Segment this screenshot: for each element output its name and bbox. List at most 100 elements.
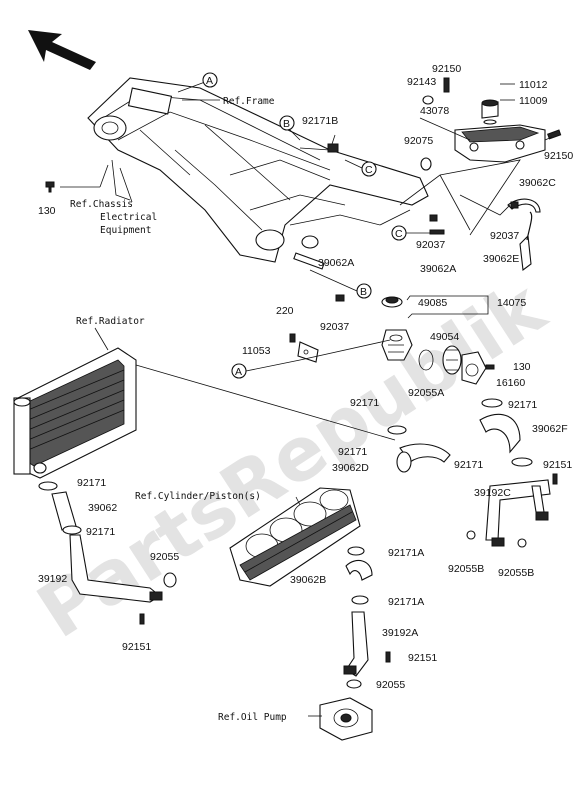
bolt-92150-right[interactable]	[547, 129, 562, 140]
part-39062A-a[interactable]: 39062A	[420, 263, 456, 275]
clamp-92037-b[interactable]	[510, 201, 519, 209]
part-39062B[interactable]: 39062B	[290, 574, 326, 586]
o-ring-92055B-a[interactable]	[466, 530, 476, 540]
part-92075[interactable]: 92075	[404, 135, 433, 147]
part-49085[interactable]: 49085	[418, 297, 447, 309]
part-92151-b[interactable]: 92151	[408, 652, 437, 664]
part-92151-l[interactable]: 92151	[122, 641, 151, 653]
part-92055-l[interactable]: 92055	[150, 551, 179, 563]
part-92171-r1[interactable]: 92171	[508, 399, 537, 411]
hose-39062D-end[interactable]	[396, 451, 412, 473]
part-39062E[interactable]: 39062E	[483, 253, 519, 265]
part-39062A-b[interactable]: 39062A	[318, 257, 354, 269]
clip-92171B[interactable]	[327, 143, 339, 153]
thermostat-cover-16160[interactable]	[461, 351, 487, 385]
part-92055A[interactable]: 92055A	[408, 387, 444, 399]
bolt-92151-b[interactable]	[385, 651, 391, 663]
part-49054[interactable]: 49054	[430, 331, 459, 343]
clamp-92171-r1[interactable]	[481, 398, 503, 408]
part-130-left[interactable]: 130	[38, 205, 56, 217]
clamp-92037-a[interactable]	[429, 214, 438, 222]
bolt-92150-top[interactable]	[443, 77, 450, 93]
o-ring-92055-l[interactable]	[163, 572, 177, 588]
part-92171A-b[interactable]: 92171A	[388, 596, 424, 608]
bolt-220[interactable]	[289, 333, 296, 343]
part-92055-b[interactable]: 92055	[376, 679, 405, 691]
hose-39062D[interactable]	[399, 443, 451, 463]
front-direction-arrow-icon	[28, 30, 96, 70]
callout-c-top-label: C	[365, 164, 373, 176]
part-39192C[interactable]: 39192C	[474, 487, 511, 499]
part-92055B-a[interactable]: 92055B	[448, 563, 484, 575]
clamp-92171-mid[interactable]	[387, 425, 407, 435]
part-39062F[interactable]: 39062F	[532, 423, 568, 435]
part-11012[interactable]: 11012	[519, 79, 548, 91]
water-pipe-39192C[interactable]	[485, 479, 551, 547]
part-16160[interactable]: 16160	[496, 377, 525, 389]
clamp-92171-l1[interactable]	[38, 481, 58, 491]
hose-39062A-b[interactable]	[293, 252, 325, 270]
collar-92143[interactable]	[422, 95, 434, 105]
part-92037-b[interactable]: 92037	[490, 230, 519, 242]
ref-chassis: Ref.Chassis	[70, 199, 133, 210]
thermostat-housing[interactable]	[381, 296, 413, 361]
bolt-130-right[interactable]	[485, 364, 495, 370]
callout-b-top-label: B	[283, 118, 290, 130]
bolt-92151-r[interactable]	[552, 473, 558, 485]
part-11009[interactable]: 11009	[519, 95, 548, 107]
part-92171-mid[interactable]: 92171	[350, 397, 379, 409]
pipe-39062A-upper[interactable]	[429, 229, 445, 235]
part-92143[interactable]: 92143	[407, 76, 436, 88]
part-39192A[interactable]: 39192A	[382, 627, 418, 639]
part-39192[interactable]: 39192	[38, 573, 67, 585]
cylinder-block[interactable]	[229, 487, 361, 587]
clamp-92171-l2[interactable]	[62, 525, 82, 535]
radiator[interactable]	[13, 347, 137, 479]
ref-electrical: Electrical	[100, 212, 157, 223]
gasket-11009[interactable]	[483, 119, 497, 125]
part-39062C[interactable]: 39062C	[519, 177, 556, 189]
part-92171A-a[interactable]: 92171A	[388, 547, 424, 559]
part-92171-l2[interactable]: 92171	[86, 526, 115, 538]
hose-39062F[interactable]	[479, 413, 521, 454]
reserve-tank-43078[interactable]	[454, 99, 546, 163]
part-92037-a[interactable]: 92037	[416, 239, 445, 251]
callout-b-top	[279, 115, 295, 131]
hose-39062E[interactable]	[519, 234, 532, 272]
part-92150-right[interactable]: 92150	[544, 150, 573, 162]
part-39062D[interactable]: 39062D	[332, 462, 369, 474]
clamp-92037-c[interactable]	[335, 294, 345, 302]
part-92055B-b[interactable]: 92055B	[498, 567, 534, 579]
part-11053[interactable]: 11053	[242, 345, 271, 357]
part-92171-r2[interactable]: 92171	[454, 459, 483, 471]
part-92037-c[interactable]: 92037	[320, 321, 349, 333]
part-92151-r[interactable]: 92151	[543, 459, 572, 471]
part-14075[interactable]: 14075	[497, 297, 526, 309]
clamp-92171A-b[interactable]	[351, 595, 369, 605]
bolt-92151-l[interactable]	[139, 613, 145, 625]
water-pipe-39192[interactable]	[69, 534, 163, 603]
clamp-92171A-a[interactable]	[347, 546, 365, 556]
bolt-130-left[interactable]	[45, 181, 55, 193]
part-92171-l1[interactable]: 92171	[77, 477, 106, 489]
o-ring-92055B-b[interactable]	[517, 538, 527, 548]
frame-assembly[interactable]	[87, 77, 429, 263]
o-ring-92055A[interactable]	[418, 349, 434, 371]
clamp-92171-r2[interactable]	[511, 457, 533, 467]
o-ring-92055-b[interactable]	[346, 679, 362, 689]
bracket-11053[interactable]	[297, 341, 319, 363]
oil-pump[interactable]	[319, 697, 373, 741]
damper-92075[interactable]	[420, 157, 432, 171]
water-pipe-39192A[interactable]	[343, 611, 369, 677]
hose-39062[interactable]	[51, 491, 77, 531]
part-92171-mid2[interactable]: 92171	[338, 446, 367, 458]
thermostat-49054[interactable]	[442, 345, 462, 375]
part-92171B[interactable]: 92171B	[302, 115, 338, 127]
part-39062-l[interactable]: 39062	[88, 502, 117, 514]
part-220[interactable]: 220	[276, 305, 294, 317]
part-92150-top[interactable]: 92150	[432, 63, 461, 75]
part-43078[interactable]: 43078	[420, 105, 449, 117]
hose-39062B[interactable]	[345, 559, 373, 581]
frame-callouts	[60, 81, 363, 188]
part-130-right[interactable]: 130	[513, 361, 531, 373]
